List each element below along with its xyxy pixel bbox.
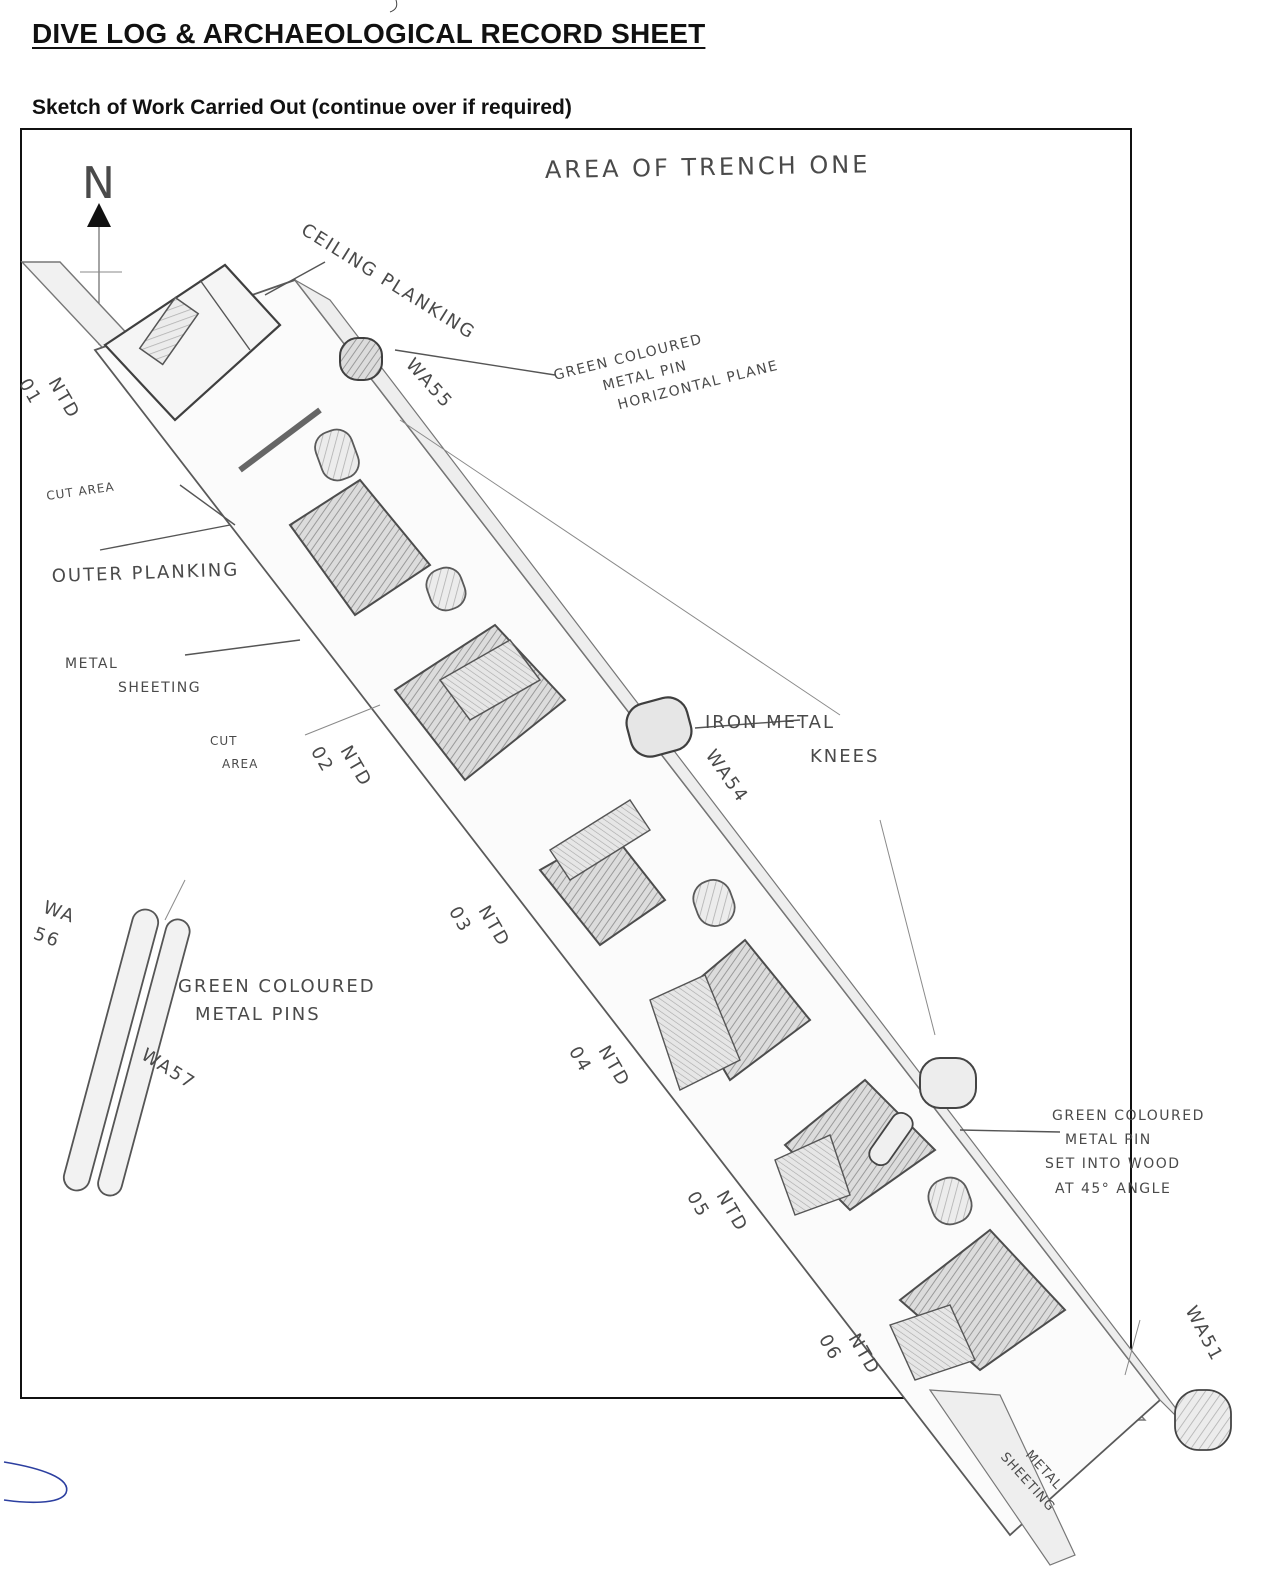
label-ntd02: NTD 02 — [306, 742, 376, 791]
svg-text:KNEES: KNEES — [810, 746, 879, 767]
label-green-pins: GREEN COLOURED METAL PINS — [178, 976, 376, 1025]
north-arrow-head — [87, 203, 111, 227]
timber-3-sheet — [549, 799, 651, 881]
iron-knee-3 — [692, 879, 736, 927]
sketch-heading: Sketch of Work Carried Out (continue ove… — [32, 96, 572, 119]
svg-text:02: 02 — [306, 743, 338, 777]
svg-text:METAL PIN: METAL PIN — [1065, 1132, 1152, 1148]
svg-text:56: 56 — [31, 923, 63, 952]
label-green-pin-45: GREEN COLOURED METAL PIN SET INTO WOOD A… — [1045, 1108, 1205, 1197]
timber-6-sheet — [889, 1304, 976, 1381]
wa57-pin — [97, 918, 191, 1197]
svg-text:WA: WA — [40, 897, 78, 928]
right-planking-band — [294, 279, 1201, 1441]
label-iron-metal-knees: IRON METAL KNEES — [705, 712, 879, 767]
iron-knee-1 — [314, 428, 360, 482]
svg-text:03: 03 — [444, 903, 476, 937]
trench-plan — [20, 261, 1232, 1566]
stray-pen-mark — [3, 1461, 68, 1504]
svg-text:AREA: AREA — [222, 757, 258, 771]
svg-text:HORIZONTAL PLANE: HORIZONTAL PLANE — [616, 358, 780, 414]
label-wa56: WA 56 — [31, 897, 79, 952]
knee-near-wa54 — [919, 1057, 977, 1109]
svg-text:NTD: NTD — [594, 1042, 634, 1091]
iron-knee-4 — [927, 1176, 973, 1226]
svg-text:AT 45° ANGLE: AT 45° ANGLE — [1055, 1181, 1171, 1197]
svg-text:CUT: CUT — [210, 734, 238, 748]
label-wa51: WA51 — [1181, 1302, 1228, 1365]
svg-text:METAL PINS: METAL PINS — [195, 1004, 321, 1025]
wa51-find — [1174, 1389, 1232, 1451]
iron-knee-2 — [425, 566, 467, 612]
svg-text:NTD: NTD — [44, 374, 84, 423]
svg-text:05: 05 — [682, 1188, 714, 1222]
wa55-find — [339, 337, 383, 381]
timber-1 — [288, 478, 432, 617]
svg-text:NTD: NTD — [336, 742, 376, 791]
label-ntd04: NTD 04 — [564, 1042, 634, 1091]
sketch-frame — [20, 128, 1132, 1399]
svg-text:SHEETING: SHEETING — [118, 680, 201, 696]
timber-4-sheet — [649, 974, 741, 1091]
svg-text:NTD: NTD — [474, 902, 514, 951]
area-title: AREA OF TRENCH ONE — [545, 150, 871, 184]
svg-text:GREEN COLOURED: GREEN COLOURED — [1052, 1108, 1205, 1124]
svg-text:SET INTO WOOD: SET INTO WOOD — [1045, 1156, 1181, 1172]
label-cut-area-top: CUT AREA — [45, 480, 115, 503]
svg-text:04: 04 — [564, 1043, 596, 1077]
ceiling-planking-box — [103, 263, 282, 422]
north-arrow: N — [80, 158, 122, 345]
timber-2-sheet — [438, 639, 542, 721]
label-ntd03: NTD 03 — [444, 902, 514, 951]
svg-text:IRON METAL: IRON METAL — [705, 712, 835, 733]
svg-text:01: 01 — [14, 375, 46, 409]
svg-text:GREEN COLOURED: GREEN COLOURED — [178, 976, 376, 997]
label-ntd01: NTD 01 — [14, 374, 84, 423]
timber-5-sheet — [774, 1134, 851, 1216]
stray-pen-mark-top — [389, 0, 398, 13]
green-pin-45 — [868, 1111, 914, 1167]
wa54-knee — [625, 696, 693, 758]
svg-text:METAL: METAL — [65, 656, 118, 672]
label-cut-area-mid: CUT AREA — [210, 734, 258, 771]
metal-strip — [238, 407, 322, 473]
label-green-pin-horizontal: GREEN COLOURED METAL PIN HORIZONTAL PLAN… — [552, 331, 780, 414]
label-outer-planking: OUTER PLANKING — [51, 559, 239, 587]
wa56-pin — [62, 908, 160, 1192]
svg-text:06: 06 — [814, 1331, 846, 1365]
north-label: N — [82, 158, 115, 209]
leader-lines — [99, 261, 1141, 1376]
hull-tail — [928, 1389, 1076, 1566]
label-metal-sheeting-left: METAL SHEETING — [65, 656, 201, 696]
document-title: DIVE LOG & ARCHAEOLOGICAL RECORD SHEET — [32, 18, 706, 49]
